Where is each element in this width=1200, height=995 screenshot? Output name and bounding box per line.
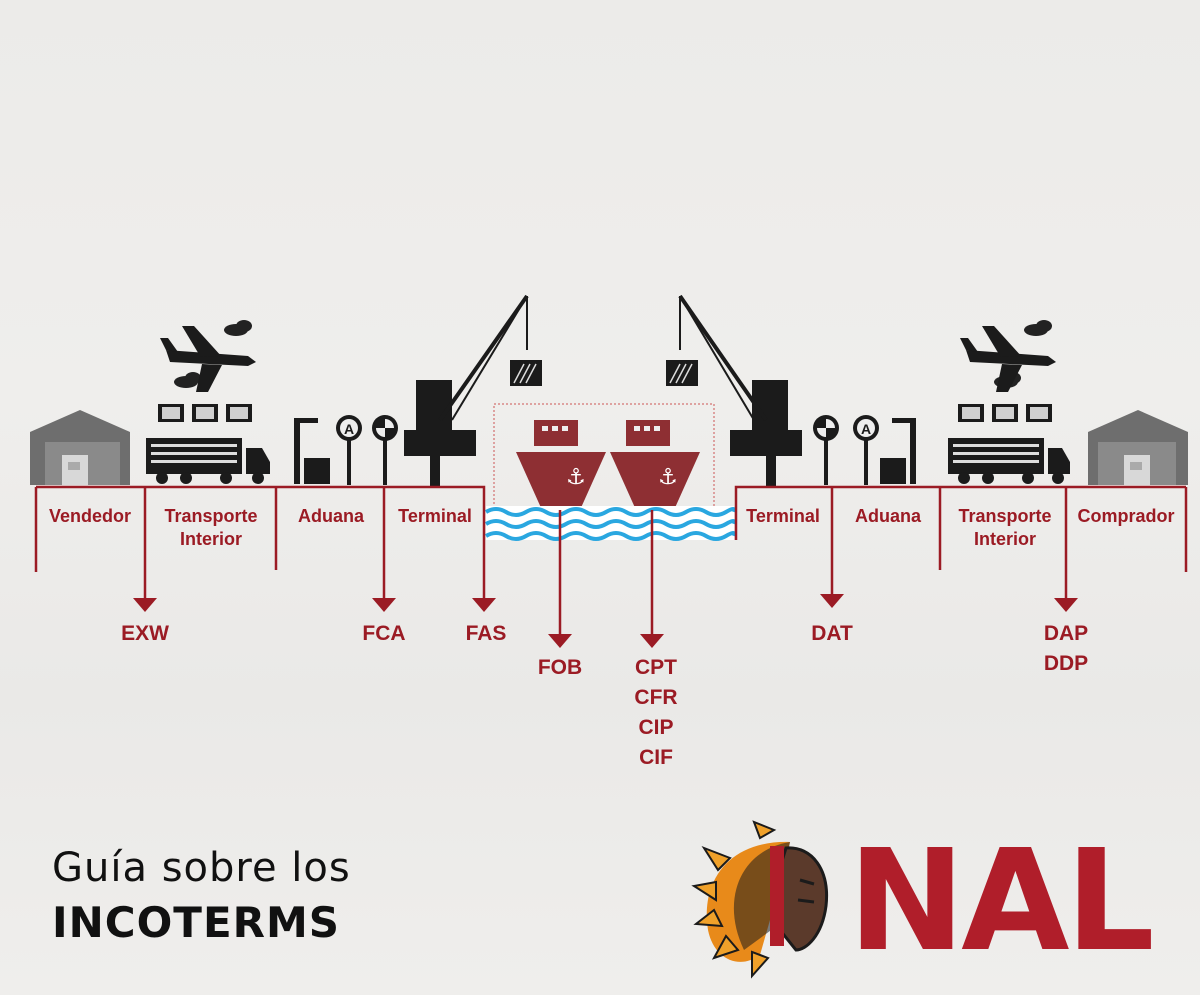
- forklift-icon: [880, 418, 916, 484]
- airplane-icon: [160, 326, 256, 392]
- cloud-icon: [174, 320, 252, 388]
- segment-label-terminal-left: Terminal: [398, 506, 472, 526]
- cargo-boxes-icon: [958, 404, 1052, 422]
- term-cip: CIP: [638, 716, 674, 739]
- warehouse-icon: [1088, 410, 1188, 485]
- term-fas: FAS: [465, 622, 507, 645]
- timeline: [34, 485, 1188, 636]
- ship-icon-right: ⚓: [610, 420, 700, 510]
- term-cfr: CFR: [634, 686, 678, 709]
- page-title-line2: INCOTERMS: [52, 898, 341, 947]
- segment-label-vendedor: Vendedor: [48, 506, 132, 526]
- sign-post-icon: A: [813, 415, 879, 485]
- forklift-icon: [294, 418, 330, 484]
- chief-mascot-logo: [691, 820, 829, 979]
- term-ddp: DDP: [1043, 652, 1089, 675]
- segment-label-transporte-interior-left: Transporte Interior: [164, 506, 258, 549]
- segment-label-terminal-right: Terminal: [746, 506, 820, 526]
- airplane-icon: [960, 326, 1056, 392]
- cargo-boxes-icon: [158, 404, 252, 422]
- nal-logo-text: NAL: [848, 820, 1155, 983]
- term-dap: DAP: [1043, 622, 1089, 645]
- page-title-line1: Guía sobre los: [52, 845, 351, 891]
- anchor-icon: ⚓: [566, 465, 586, 490]
- term-cpt: CPT: [635, 656, 677, 679]
- segment-label-transporte-interior-right: Transporte Interior: [958, 506, 1052, 549]
- term-cif: CIF: [639, 746, 673, 769]
- truck-icon: [948, 438, 1070, 484]
- term-exw: EXW: [121, 622, 169, 645]
- term-fob: FOB: [537, 656, 583, 679]
- segment-label-comprador: Comprador: [1077, 506, 1175, 526]
- term-dat: DAT: [811, 622, 853, 645]
- sign-letter-right: A: [861, 421, 871, 437]
- ship-icon-left: ⚓: [516, 420, 606, 510]
- crane-icon: [666, 294, 802, 486]
- timeline-arrowheads: [133, 594, 1078, 648]
- warehouse-icon: [30, 410, 130, 485]
- truck-icon: [146, 438, 270, 484]
- water-waves: [484, 506, 737, 541]
- sign-post-icon: A: [336, 415, 398, 485]
- segment-label-aduana-right: Aduana: [854, 506, 921, 526]
- anchor-icon: ⚓: [658, 465, 678, 490]
- segment-label-aduana-left: Aduana: [297, 506, 364, 526]
- crane-icon: [404, 294, 542, 486]
- sign-letter-left: A: [344, 421, 354, 437]
- term-fca: FCA: [362, 622, 406, 645]
